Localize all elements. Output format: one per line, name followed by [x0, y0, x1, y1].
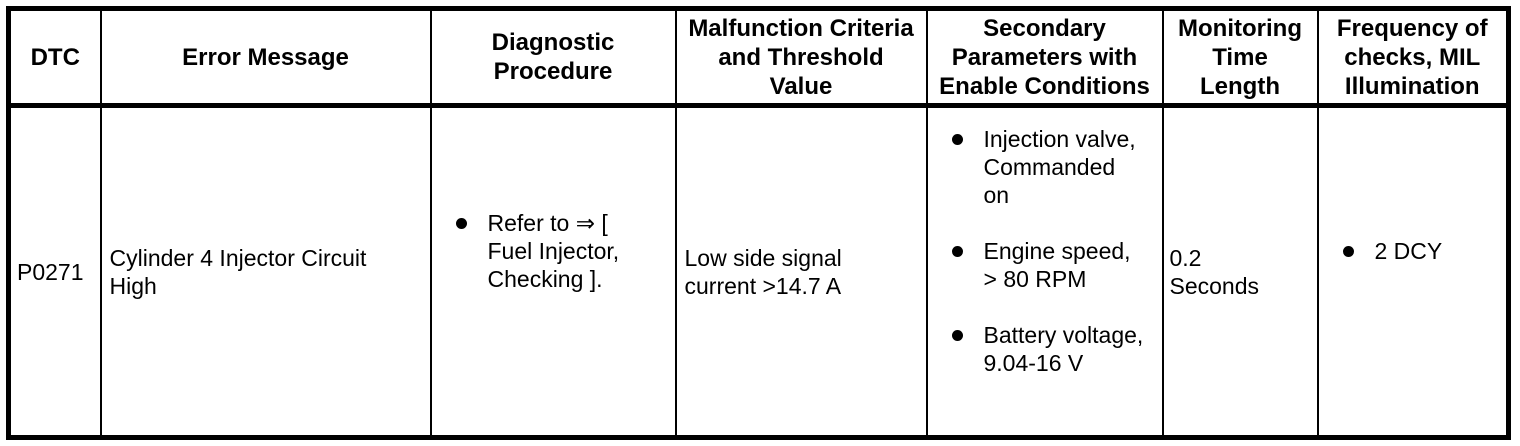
malfunction-criteria-text: Low side signal current >14.7 A	[684, 244, 842, 299]
list-item: Engine speed, > 80 RPM	[951, 237, 1158, 293]
cell-malfunction-criteria: Low side signal current >14.7 A	[674, 104, 928, 439]
header-frequency-of-checks: Frequency of checks, MIL Illumination	[1316, 7, 1510, 108]
header-malfunction-criteria: Malfunction Criteria and Threshold Value	[674, 7, 928, 108]
list-item: Battery voltage, 9.04-16 V	[951, 321, 1158, 377]
frequency-list: 2 DCY	[1320, 237, 1507, 265]
secondary-parameter-text: Injection valve, Commanded on	[983, 125, 1136, 208]
bullet-icon	[951, 245, 963, 257]
dtc-code: P0271	[17, 258, 84, 285]
cell-frequency-of-checks: 2 DCY	[1316, 104, 1510, 439]
header-row: DTC Error Message Diagnostic Procedure M…	[7, 7, 1510, 108]
table-row: P0271 Cylinder 4 Injector Circuit High R…	[7, 104, 1510, 439]
header-error-message: Error Message	[99, 7, 432, 108]
list-item: Injection valve, Commanded on	[951, 125, 1158, 209]
header-dtc: DTC	[7, 7, 102, 108]
bullet-icon	[455, 217, 467, 229]
frequency-text: 2 DCY	[1374, 237, 1443, 264]
cell-diagnostic-procedure: Refer to ⇒ [ Fuel Injector, Checking ].	[429, 104, 677, 439]
diagnostic-procedure-list: Refer to ⇒ [ Fuel Injector, Checking ].	[433, 209, 674, 293]
header-monitoring-time-length: Monitoring Time Length	[1161, 7, 1319, 108]
dtc-table: DTC Error Message Diagnostic Procedure M…	[6, 6, 1511, 440]
cell-dtc: P0271	[7, 104, 102, 439]
bullet-icon	[1342, 245, 1354, 257]
diagnostic-procedure-text: Refer to ⇒ [ Fuel Injector, Checking ].	[487, 209, 620, 292]
secondary-parameters-list: Injection valve, Commanded on Engine spe…	[929, 125, 1161, 377]
error-message-text: Cylinder 4 Injector Circuit High	[109, 244, 367, 299]
header-secondary-parameters: Secondary Parameters with Enable Conditi…	[925, 7, 1164, 108]
bullet-icon	[951, 329, 963, 341]
cell-secondary-parameters: Injection valve, Commanded on Engine spe…	[925, 104, 1164, 439]
cell-monitoring-time-length: 0.2 Seconds	[1161, 104, 1319, 439]
bullet-icon	[951, 133, 963, 145]
secondary-parameter-text: Battery voltage, 9.04-16 V	[983, 321, 1144, 376]
header-diagnostic-procedure: Diagnostic Procedure	[429, 7, 677, 108]
secondary-parameter-text: Engine speed, > 80 RPM	[983, 237, 1131, 292]
list-item: 2 DCY	[1342, 237, 1503, 265]
monitoring-time-text: 0.2 Seconds	[1169, 244, 1260, 299]
cell-error-message: Cylinder 4 Injector Circuit High	[99, 104, 432, 439]
list-item: Refer to ⇒ [ Fuel Injector, Checking ].	[455, 209, 671, 293]
